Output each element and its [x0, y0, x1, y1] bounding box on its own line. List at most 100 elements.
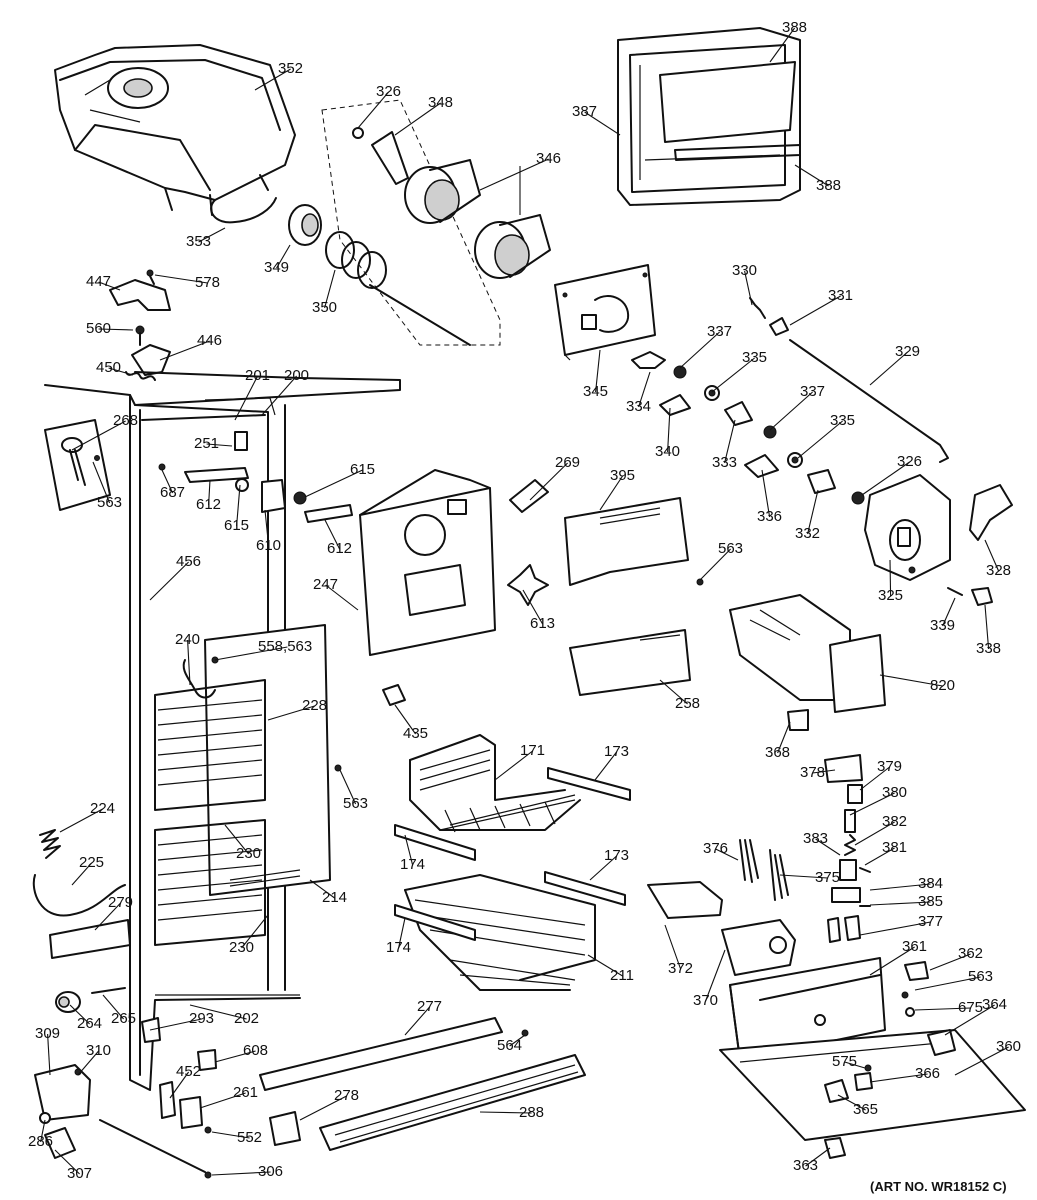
bushing-349: [288, 204, 322, 246]
leader-c380: [849, 792, 895, 816]
callout-c383: 383: [803, 830, 828, 847]
callout-c173b: 173: [604, 847, 629, 864]
callout-c332: 332: [795, 525, 820, 542]
art-number: (ART NO. WR18152 C): [870, 1179, 1007, 1194]
screw-575: [864, 1064, 872, 1072]
callout-c335a: 335: [742, 349, 767, 366]
bracket-612a: [184, 467, 249, 483]
leader-c395: [599, 475, 624, 511]
leader-c820: [879, 674, 943, 687]
leader-c337a: [679, 331, 720, 369]
bracket-447: [109, 279, 171, 311]
channel-279: [49, 919, 131, 959]
callout-c366: 366: [915, 1065, 940, 1082]
leader-c173b: [589, 855, 617, 881]
callout-c334: 334: [626, 398, 651, 415]
leader-c552: [211, 1131, 250, 1139]
clip-348: [371, 131, 409, 185]
callout-c340: 340: [655, 443, 680, 460]
callout-c447: 447: [86, 273, 111, 290]
panel-201: [204, 397, 276, 416]
fan-blade-613: [507, 564, 549, 606]
basket-171: [409, 734, 581, 833]
callout-c563c: 563: [343, 795, 368, 812]
callout-c268: 268: [113, 412, 138, 429]
callout-c563d: 563: [968, 968, 993, 985]
leader-c333: [724, 419, 736, 464]
ice-bucket-352: [54, 44, 296, 216]
leader-c293: [149, 1018, 202, 1031]
leader-c211: [587, 954, 623, 977]
leader-c247: [325, 584, 359, 611]
callout-c214: 214: [322, 889, 347, 906]
leader-c214: [309, 879, 335, 899]
callout-c325: 325: [878, 587, 903, 604]
leader-c258: [659, 679, 688, 705]
leader-c447: [98, 281, 121, 291]
leader-c261: [199, 1092, 246, 1109]
callout-c326b: 326: [897, 453, 922, 470]
leader-c575: [844, 1061, 866, 1069]
screw-552: [204, 1126, 212, 1134]
callout-c382: 382: [882, 813, 907, 830]
callout-c335b: 335: [830, 412, 855, 429]
leader-c364: [944, 1004, 995, 1036]
callout-c377: 377: [918, 913, 943, 930]
part-435: [382, 684, 406, 706]
axle-265: [91, 987, 126, 994]
leader-c350: [324, 269, 336, 309]
leader-c613: [522, 589, 544, 625]
leader-c612b: [324, 519, 341, 550]
leader-c326b: [861, 461, 910, 496]
callout-c309: 309: [35, 1025, 60, 1042]
leader-c174b: [398, 917, 406, 949]
callout-c306: 306: [258, 1163, 283, 1180]
leader-c225: [71, 862, 93, 886]
leader-c378: [812, 769, 836, 774]
callout-c286: 286: [28, 1133, 53, 1150]
callout-c228: 228: [302, 697, 327, 714]
leader-c366: [869, 1073, 928, 1083]
part-363: [824, 1137, 846, 1159]
callout-c345: 345: [583, 383, 608, 400]
callout-c435: 435: [403, 725, 428, 742]
leader-c375: [779, 874, 828, 879]
callout-c820: 820: [930, 677, 955, 694]
rail-173b: [544, 871, 626, 906]
hinge-278: [269, 1111, 301, 1146]
tube-225: [32, 874, 126, 917]
callout-c372: 372: [668, 960, 693, 977]
part-383: [839, 859, 857, 881]
callout-c211: 211: [610, 967, 634, 984]
leader-c363: [805, 1147, 831, 1167]
leader-c251: [206, 443, 233, 447]
leader-c456: [149, 561, 189, 601]
leader-c612a: [208, 479, 211, 506]
leader-c348: [394, 102, 441, 136]
leader-c277: [404, 1006, 431, 1036]
callout-c378: 378: [800, 764, 825, 781]
callout-c336: 336: [757, 508, 782, 525]
screw-578: [146, 269, 155, 285]
leader-c335b: [797, 420, 843, 459]
grille-288: [319, 1054, 586, 1151]
callout-c328: 328: [986, 562, 1011, 579]
leader-c352: [254, 68, 291, 91]
leader-c687: [161, 469, 174, 494]
callout-c225: 225: [79, 854, 104, 871]
leader-c383: [815, 838, 841, 856]
solenoid-378: [824, 754, 863, 783]
leader-c174a: [404, 834, 414, 866]
callout-c350: 350: [312, 299, 337, 316]
leader-c615a: [236, 484, 241, 527]
part-364: [927, 1029, 956, 1056]
leader-c385: [869, 901, 931, 906]
ice-maker-820: [729, 594, 886, 713]
callout-c269: 269: [555, 454, 580, 471]
callout-c575: 575: [832, 1053, 857, 1070]
bracket-261: [179, 1096, 203, 1129]
leader-c279: [94, 902, 121, 931]
callout-c552: 552: [237, 1129, 262, 1146]
leader-c563b: [699, 548, 731, 581]
arm-328: [969, 484, 1013, 541]
